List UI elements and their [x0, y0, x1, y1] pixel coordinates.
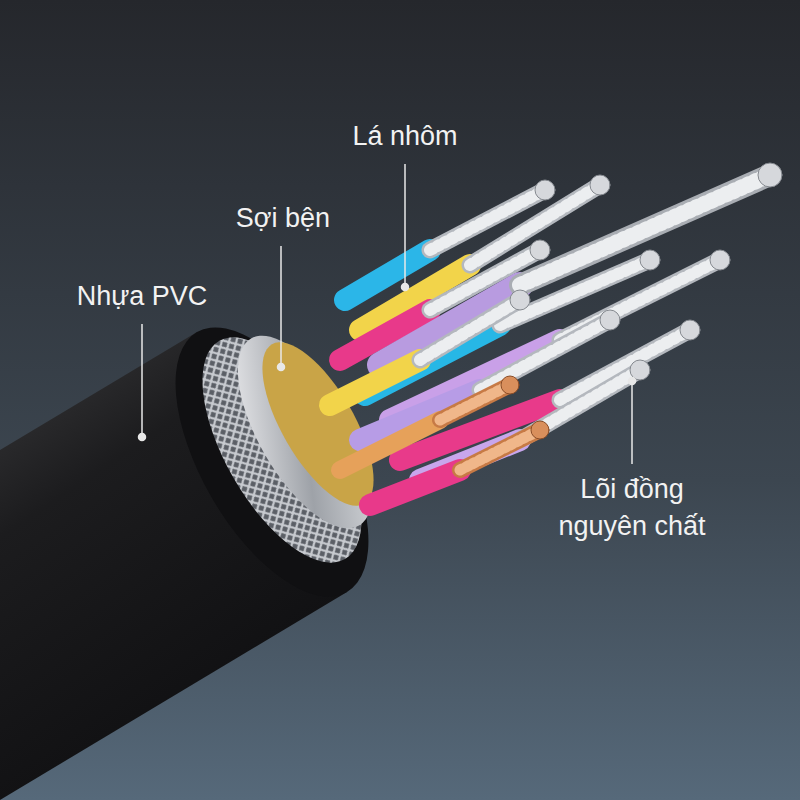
wire	[340, 240, 550, 360]
part-label: Nhựa PVC	[22, 278, 262, 315]
wire	[370, 421, 549, 505]
part-label: Lá nhôm	[285, 118, 525, 155]
leader-lines	[139, 164, 636, 464]
wires	[330, 163, 782, 505]
part-label: Sợi bện	[163, 200, 403, 237]
part-label: Lõi đồng nguyên chất	[545, 471, 720, 545]
wire	[400, 320, 700, 460]
